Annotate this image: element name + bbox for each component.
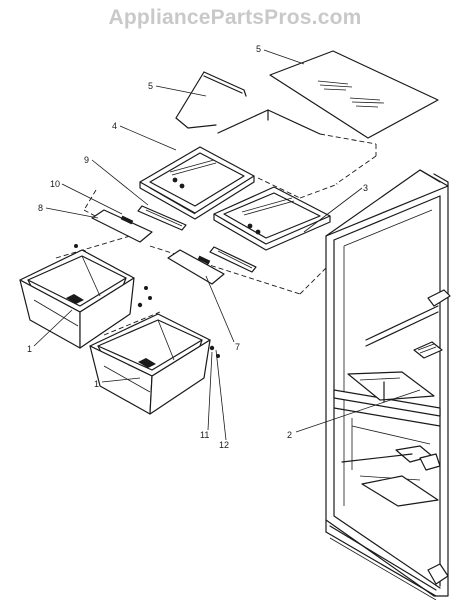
refrigerator-cabinet [325,169,451,601]
callout-1-left: 1 [27,344,32,354]
callout-3: 3 [363,183,368,193]
callout-labels: 5 5 4 9 10 8 3 7 1 1 11 12 2 [27,44,368,450]
callout-1-right: 1 [94,379,99,389]
callout-7: 7 [235,342,240,352]
callout-8: 8 [38,203,43,213]
callout-2: 2 [287,430,292,440]
fasteners [74,244,220,358]
glass-shelf-panel [269,50,439,139]
slide-rails [137,205,257,273]
callout-10: 10 [50,179,60,189]
crisper-drawer-left [19,249,135,349]
crisper-drawer-right [89,313,211,415]
leader-lines [33,49,421,441]
callout-12: 12 [219,440,229,450]
callout-9: 9 [84,155,89,165]
right-shelf-frame [213,186,331,251]
callout-5-glass: 5 [256,44,261,54]
callout-5-trim: 5 [148,81,153,91]
left-shelf-frame [139,146,255,220]
crisper-covers [91,209,225,285]
callout-4: 4 [112,121,117,131]
shelf-trim-strip [175,71,247,129]
callout-11: 11 [200,430,209,440]
watermark-text: AppliancePartsPros.com [108,6,362,29]
